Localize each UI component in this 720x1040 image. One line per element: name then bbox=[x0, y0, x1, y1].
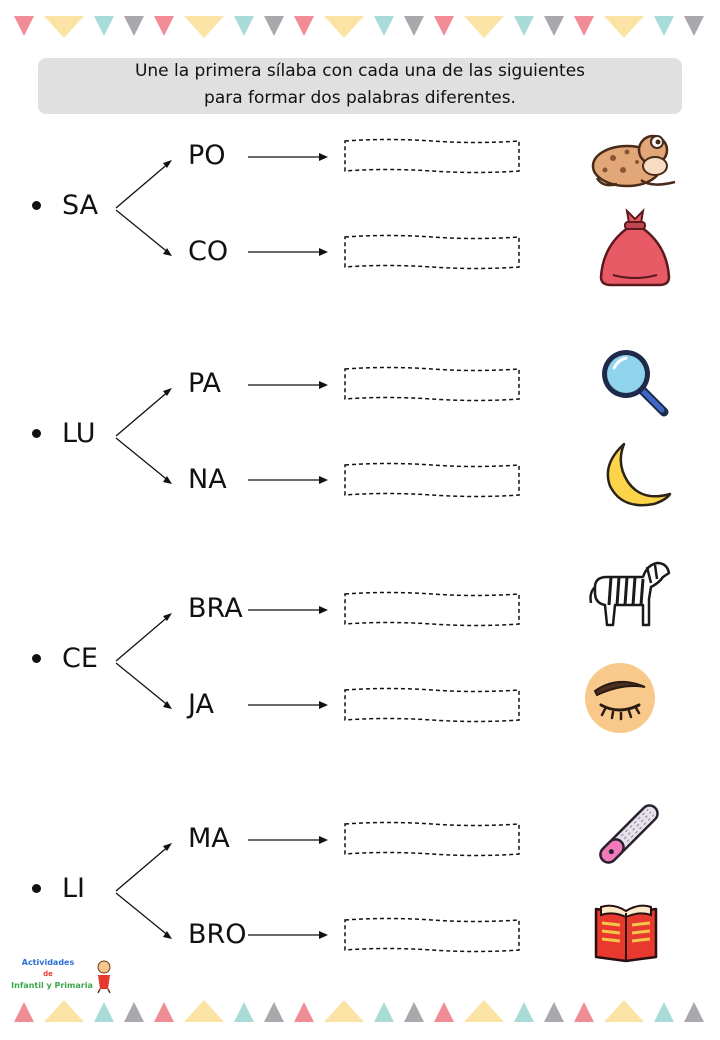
connector-lines bbox=[115, 836, 328, 939]
top-pennant-border bbox=[14, 16, 704, 38]
instruction-box: Une la primera sílaba con cada una de la… bbox=[38, 58, 682, 114]
syllable-option-1: BRA bbox=[188, 593, 243, 624]
pennant-flag bbox=[654, 16, 674, 36]
eyebrow-picture bbox=[585, 663, 655, 733]
answer-box-1[interactable] bbox=[343, 821, 521, 857]
connector-lines bbox=[115, 153, 328, 256]
exercise-group-li: LI MA BRO bbox=[0, 804, 720, 973]
pennant-flag bbox=[294, 16, 314, 36]
answer-box-1[interactable] bbox=[343, 138, 521, 174]
book-picture bbox=[594, 904, 658, 963]
pennant-flag bbox=[464, 1000, 504, 1022]
exercise-group-ce: CE BRA JA bbox=[0, 561, 720, 743]
answer-box-2[interactable] bbox=[343, 917, 521, 953]
pennant-flag bbox=[324, 16, 364, 38]
pennant-flag bbox=[374, 16, 394, 36]
bullet bbox=[32, 654, 41, 663]
pennant-flag bbox=[44, 16, 84, 38]
instruction-line-2: para formar dos palabras diferentes. bbox=[204, 88, 516, 108]
pennant-flag bbox=[234, 1002, 254, 1022]
pennant-flag bbox=[184, 1000, 224, 1022]
magnifying-glass-picture bbox=[602, 350, 669, 417]
sack-picture bbox=[599, 208, 671, 287]
logo-text-3: Infantil y Primaria bbox=[11, 981, 93, 990]
zebra-picture bbox=[589, 561, 671, 627]
pennant-flag bbox=[574, 1002, 594, 1022]
pennant-flag bbox=[14, 16, 34, 36]
pennant-flag bbox=[94, 16, 114, 36]
pennant-flag bbox=[94, 1002, 114, 1022]
connector-lines bbox=[115, 606, 328, 709]
pennant-flag bbox=[464, 16, 504, 38]
pennant-flag bbox=[184, 16, 224, 38]
pennant-flag bbox=[264, 16, 284, 36]
root-syllable: LI bbox=[62, 873, 86, 904]
toad-picture bbox=[591, 134, 676, 188]
pennant-flag bbox=[124, 16, 144, 36]
pennant-flag bbox=[154, 16, 174, 36]
syllable-option-2: JA bbox=[188, 689, 214, 720]
pennant-flag bbox=[264, 1002, 284, 1022]
pennant-flag bbox=[404, 16, 424, 36]
root-syllable: SA bbox=[62, 190, 99, 221]
pennant-flag bbox=[154, 1002, 174, 1022]
pennant-flag bbox=[574, 16, 594, 36]
pennant-flag bbox=[44, 1000, 84, 1022]
answer-box-1[interactable] bbox=[343, 366, 521, 402]
pennant-flag bbox=[514, 1002, 534, 1022]
bullet bbox=[32, 429, 41, 438]
pennant-flag bbox=[124, 1002, 144, 1022]
pennant-flag bbox=[684, 16, 704, 36]
pennant-flag bbox=[544, 16, 564, 36]
logo-text-1: Actividades bbox=[22, 958, 75, 967]
pennant-flag bbox=[374, 1002, 394, 1022]
pennant-flag bbox=[294, 1002, 314, 1022]
bullet bbox=[32, 201, 41, 210]
syllable-option-1: PO bbox=[188, 140, 226, 171]
exercise-group-lu: LU PA NA bbox=[0, 350, 720, 518]
answer-box-2[interactable] bbox=[343, 687, 521, 723]
logo-graphic: Actividades de Infantil y Primaria bbox=[11, 958, 111, 994]
pennant-flag bbox=[234, 16, 254, 36]
pennant-flag bbox=[654, 1002, 674, 1022]
bottom-pennant-border bbox=[14, 1000, 704, 1022]
syllable-option-1: MA bbox=[188, 823, 230, 854]
pennant-flag bbox=[684, 1002, 704, 1022]
syllable-option-2: NA bbox=[188, 464, 227, 495]
pennant-flag bbox=[604, 1000, 644, 1022]
logo-text-2: de bbox=[43, 970, 53, 978]
moon-picture bbox=[606, 442, 672, 507]
connector-lines bbox=[115, 381, 328, 484]
answer-box-2[interactable] bbox=[343, 462, 521, 498]
publisher-logo: Actividades de Infantil y Primaria bbox=[8, 955, 116, 995]
syllable-option-2: CO bbox=[188, 236, 229, 267]
pennant-flag bbox=[324, 1000, 364, 1022]
bullet bbox=[32, 884, 41, 893]
pennant-flag bbox=[514, 16, 534, 36]
answer-box-2[interactable] bbox=[343, 234, 521, 270]
pennant-flag bbox=[14, 1002, 34, 1022]
pennant-flag bbox=[434, 1002, 454, 1022]
pennant-flag bbox=[434, 16, 454, 36]
syllable-option-2: BRO bbox=[188, 919, 247, 950]
nail-file-picture bbox=[599, 804, 659, 864]
pennant-flag bbox=[604, 16, 644, 38]
exercise-group-sa: SA PO CO bbox=[0, 130, 720, 290]
answer-box-1[interactable] bbox=[343, 591, 521, 627]
root-syllable: LU bbox=[62, 418, 96, 449]
pennant-flag bbox=[544, 1002, 564, 1022]
syllable-option-1: PA bbox=[188, 368, 222, 399]
instruction-line-1: Une la primera sílaba con cada una de la… bbox=[134, 61, 586, 81]
root-syllable: CE bbox=[62, 643, 98, 674]
pennant-flag bbox=[404, 1002, 424, 1022]
